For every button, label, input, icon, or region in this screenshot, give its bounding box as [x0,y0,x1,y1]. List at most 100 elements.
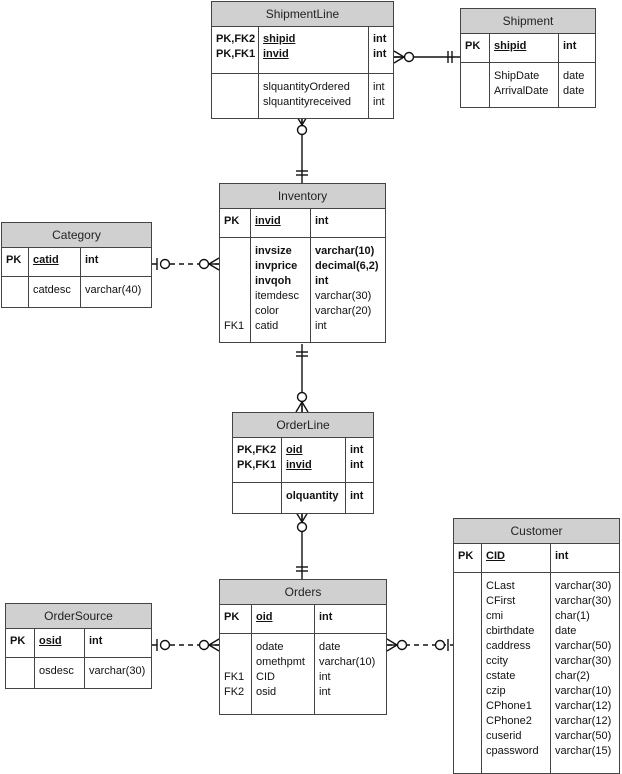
type-column: int [550,544,619,572]
pk-attribute-name: catid [33,254,59,266]
key-column [2,277,28,307]
cardinality-circle [396,639,408,651]
type-column: int [80,248,151,276]
attribute-type: int [373,96,385,108]
attribute-type: int [373,48,387,60]
entity-title: OrderLine [233,413,373,438]
key-column: PK [461,34,489,62]
attribute-name: color [255,305,279,317]
key-label [224,289,250,304]
name-column: invid [250,209,310,237]
entity-title: Shipment [461,9,595,34]
entity-title: Inventory [220,184,385,209]
attribute-type: int [373,33,387,45]
name-column: shipid [489,34,558,62]
key-column: FK1 [220,238,250,342]
attribute-type: varchar(50) [555,640,612,652]
type-column: int [314,605,386,633]
key-label [458,729,481,744]
attribute-name: odate [256,641,284,653]
attribute-type: int [373,81,385,93]
attribute-type: varchar(10) [319,656,376,668]
type-column: int [558,34,595,62]
name-column: CID [481,544,550,572]
key-label [458,609,481,624]
cardinality-circle [296,391,308,403]
pk-attribute-name: invid [255,215,281,227]
attribute-type: varchar(30) [555,595,612,607]
cardinality-circle [198,639,210,651]
attribute-name: slquantityOrdered [263,81,350,93]
crows-foot-prong [208,638,220,646]
crows-foot-prong [386,644,398,652]
key-label [458,624,481,639]
entity-title: Category [2,223,151,248]
key-label [224,274,250,289]
key-label: FK1 [224,671,245,683]
attribute-name: omethpmt [256,656,305,668]
crows-foot-prong [208,257,220,265]
attribute-type: int [555,550,569,562]
entity-title: ShipmentLine [212,2,393,27]
attribute-name: itemdesc [255,290,300,302]
pk-attribute-name: osid [39,635,62,647]
cardinality-circle [296,521,308,533]
attribute-section: slquantityOrdered slquantityreceived int in… [212,74,393,118]
cardinality-circle [159,258,171,270]
key-label [224,304,250,319]
primary-key-section: PK catid int [2,248,151,277]
attribute-type: int [350,444,364,456]
attribute-type: char(2) [555,670,590,682]
attribute-type: varchar(10) [555,685,612,697]
key-label: PK [458,550,474,562]
key-label [224,244,250,259]
key-label: PK,FK1 [216,48,256,60]
key-label [216,80,258,95]
key-label [224,640,251,655]
name-column: slquantityOrdered slquantityreceived [258,74,368,118]
attribute-type: int [85,254,99,266]
key-label [6,283,28,298]
key-column: PK [454,544,481,572]
attribute-name: cstate [486,670,516,682]
attribute-name: slquantityreceived [263,96,352,108]
attribute-type: int [315,320,327,332]
attribute-name: CPhone1 [486,700,532,712]
attribute-name: ArrivalDate [494,85,549,97]
attribute-type: int [319,686,331,698]
attribute-name: CPhone2 [486,715,532,727]
attribute-name: osdesc [39,665,74,677]
attribute-type: date [563,70,585,82]
key-label [458,654,481,669]
name-column: osdesc [34,658,84,688]
key-column [233,483,281,513]
key-label: PK [6,254,22,266]
attribute-type: date [319,641,341,653]
attribute-name: czip [486,685,506,697]
key-column [461,63,489,107]
pk-attribute-name: CID [486,550,505,562]
crows-foot-prong [393,56,405,64]
pk-attribute-name: shipid [494,40,527,52]
type-column: int int [368,27,393,73]
attribute-name: CID [256,671,275,683]
